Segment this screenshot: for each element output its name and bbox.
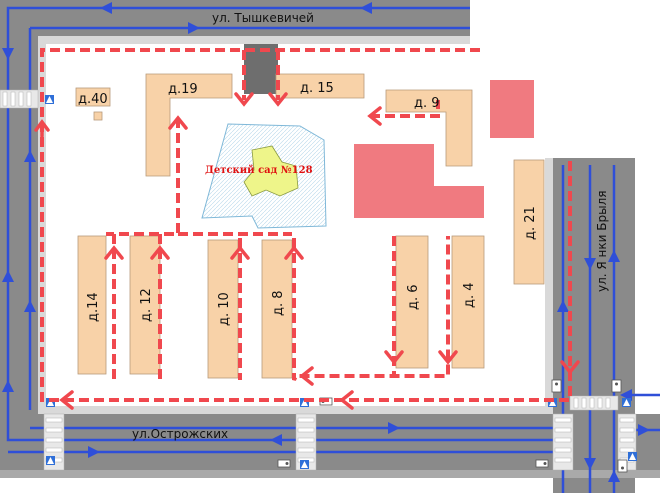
arrow-icon xyxy=(270,434,282,446)
arrow-icon xyxy=(188,22,200,34)
building-10 xyxy=(207,239,239,379)
building-label: д. 10 xyxy=(217,292,232,326)
traffic-light-icon xyxy=(551,379,562,393)
walk-arrow-icon xyxy=(367,106,382,126)
building-label: д. 8 xyxy=(271,290,286,316)
walk-route xyxy=(370,100,440,118)
building-label: д. 21 xyxy=(523,206,538,240)
road-entry-top xyxy=(244,36,278,94)
traffic-light-icon xyxy=(277,459,291,468)
building-9 xyxy=(385,89,473,167)
walk-arrow-icon xyxy=(299,366,314,386)
building-19 xyxy=(145,73,233,177)
traffic-arrows xyxy=(2,2,650,482)
road-left xyxy=(0,0,38,470)
building-label: д.40 xyxy=(78,92,108,107)
walk-arrow-icon xyxy=(560,360,580,375)
arrow-icon xyxy=(557,300,569,312)
walk-arrow-icon xyxy=(168,115,188,130)
traffic-light-icon xyxy=(617,459,628,473)
walk-arrow-icon xyxy=(59,390,74,410)
buildings xyxy=(75,73,545,379)
building-6 xyxy=(395,235,429,369)
building-8 xyxy=(261,239,293,379)
building-40 xyxy=(75,87,111,107)
arrow-icon xyxy=(2,270,14,282)
commercial-lot xyxy=(490,80,534,138)
pedestrian-sign-icon xyxy=(45,95,54,104)
commercial-lot xyxy=(354,144,484,218)
walk-arrow-icon xyxy=(234,92,254,107)
street-label-top: ул. Тышкевичей xyxy=(212,11,314,25)
street-label-bottom: ул.Острожских xyxy=(132,427,228,441)
arrow-icon xyxy=(608,250,620,262)
kindergarten-label: Детский сад №128 xyxy=(205,165,313,176)
arrow-icon xyxy=(388,422,400,434)
building-label: д. 6 xyxy=(406,284,421,310)
pedestrian-sign-icon xyxy=(300,460,309,469)
road-bottom-edge xyxy=(0,470,660,478)
arrow-icon xyxy=(584,258,596,270)
crosswalk xyxy=(552,413,574,471)
building-14 xyxy=(77,235,107,375)
walk-arrow-icon xyxy=(339,390,354,410)
building-12 xyxy=(129,235,161,375)
walk-arrow-icon xyxy=(34,119,50,138)
walk-arrow-icon xyxy=(150,245,170,260)
arrow-icon xyxy=(24,300,36,312)
crosswalk xyxy=(295,413,317,471)
walk-arrow-icon xyxy=(104,245,124,260)
arrow-icon xyxy=(88,446,100,458)
crosswalk xyxy=(0,89,39,109)
arrow-icon xyxy=(100,2,112,14)
arrow-icon xyxy=(2,48,14,60)
walk-route xyxy=(40,48,572,402)
walk-arrow-icon xyxy=(284,245,304,260)
building-label: д. 12 xyxy=(139,288,154,322)
crosswalk xyxy=(569,395,619,411)
road-bottom xyxy=(0,414,660,470)
walk-route xyxy=(106,118,180,236)
building-21 xyxy=(513,159,545,285)
walk-arrow-icon xyxy=(438,350,458,365)
arrow-icon xyxy=(638,424,650,436)
building-4 xyxy=(451,235,485,369)
arrow-icon xyxy=(584,458,596,470)
crosswalks xyxy=(0,89,637,471)
road-top xyxy=(0,0,470,36)
arrow-icon xyxy=(24,150,36,162)
building-label: д. 4 xyxy=(462,282,477,308)
kindergarten-building xyxy=(243,145,299,197)
building-label: д.19 xyxy=(168,82,198,97)
pedestrian-sign-icon xyxy=(628,452,637,461)
arrow-icon xyxy=(608,470,620,482)
pedestrian-sign-icon xyxy=(548,398,557,407)
building-label: д.14 xyxy=(86,292,101,322)
pedestrian-sign-icon xyxy=(46,398,55,407)
commercial-lots xyxy=(354,80,534,218)
pedestrian-sign-icon xyxy=(622,398,631,407)
traffic-light-icon xyxy=(535,459,549,468)
walk-arrows xyxy=(34,92,580,410)
building-label: д. 9 xyxy=(414,96,440,111)
kindergarten: Детский сад №128 xyxy=(201,123,327,229)
pedestrian-sign-icon xyxy=(46,456,55,465)
walking-routes xyxy=(40,48,572,402)
walk-arrow-icon xyxy=(384,350,404,365)
arrow-icon xyxy=(2,380,14,392)
traffic-light-icon xyxy=(611,379,622,393)
walk-route xyxy=(292,236,450,381)
building-label: д. 15 xyxy=(300,81,334,96)
walk-arrow-icon xyxy=(268,92,288,107)
arrow-icon xyxy=(360,2,372,14)
pedestrian-sign-icon xyxy=(300,398,309,407)
building-40-annex xyxy=(93,111,103,121)
walk-arrow-icon xyxy=(230,245,250,260)
street-label-right: ул. Я нки Брыля xyxy=(595,191,609,292)
